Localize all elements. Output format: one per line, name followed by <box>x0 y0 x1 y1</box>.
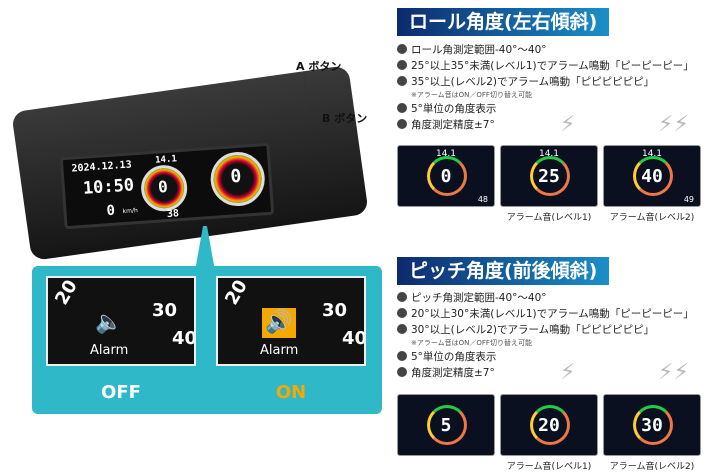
pitch-thumb-level2: 30 <box>603 394 701 456</box>
alarm-label: Alarm <box>260 343 299 358</box>
bullet: 5°単位の角度表示 <box>397 349 694 365</box>
bullet: 角度測定精度±7° <box>397 117 694 133</box>
sound-bolt-icon: ⚡⚡ <box>658 112 689 137</box>
bullet: ピッチ角測定範囲-40°〜40° <box>397 290 694 306</box>
sound-bolt-icon: ⚡⚡ <box>658 360 689 385</box>
screen-time: 10:50 <box>82 175 135 199</box>
bullet: 角度測定精度±7° <box>397 365 694 381</box>
screen-voltage: 14.1 <box>154 154 178 166</box>
bullet: 20°以上30°未満(レベル1)でアラーム鳴動「ピーピーピー」 <box>397 306 694 322</box>
screen-pitch: 0 <box>229 165 243 188</box>
roll-title: ロール角度(左右傾斜) <box>397 8 610 36</box>
alarm-on-panel: 20 30 40 🔊 Alarm <box>216 276 366 366</box>
caption-level2: アラーム音(レベル2) <box>609 213 695 223</box>
screen-temp: 38 <box>166 208 180 221</box>
pitch-thumb-normal: 5 <box>397 394 495 456</box>
sound-bolt-icon: ⚡ <box>560 112 576 137</box>
scale-20: 20 <box>221 276 252 309</box>
alarm-label: Alarm <box>90 343 129 358</box>
pitch-title: ピッチ角度(前後傾斜) <box>397 257 610 285</box>
bullet: 30°以上(レベル2)でアラーム鳴動「ピピピピピピ」 <box>397 322 694 338</box>
bullet: ロール角測定範囲-40°〜40° <box>397 42 694 58</box>
alarm-off-panel: 20 30 40 🔈 Alarm <box>46 276 196 366</box>
pitch-bullets: ピッチ角測定範囲-40°〜40° 20°以上30°未満(レベル1)でアラーム鳴動… <box>397 290 694 381</box>
caption-level2: アラーム音(レベル2) <box>609 462 695 472</box>
button-a-label: A ボタン <box>296 60 342 73</box>
caption-level1: アラーム音(レベル1) <box>506 462 592 472</box>
speaker-on-icon: 🔊 <box>262 308 296 338</box>
screen-roll: 0 <box>157 176 169 197</box>
scale-20: 20 <box>51 276 82 309</box>
note: ※アラーム音はON／OFF切り替え可能 <box>411 91 532 99</box>
speaker-muted-icon: 🔈 <box>95 310 123 335</box>
scale-30: 30 <box>152 300 178 321</box>
roll-bullets: ロール角測定範囲-40°〜40° 25°以上35°未満(レベル1)でアラーム鳴動… <box>397 42 694 133</box>
scale-40: 40 <box>172 328 196 349</box>
bullet: 25°以上35°未満(レベル1)でアラーム鳴動「ピーピーピー」 <box>397 58 694 74</box>
screen-date: 2024.12.13 <box>71 159 133 175</box>
device-screen: 2024.12.13 10:50 0 km/h 14.1 0 38 0 <box>59 142 275 230</box>
caption-level1: アラーム音(レベル1) <box>506 213 592 223</box>
button-b-label: B ボタン <box>322 112 368 125</box>
button-a-leader <box>305 74 306 114</box>
screen-speed-unit: km/h <box>122 207 139 216</box>
screen-speed: 0 <box>106 202 116 220</box>
alarm-callout: 20 30 40 🔈 Alarm OFF 20 30 40 🔊 Alarm ON <box>32 266 382 414</box>
note: ※アラーム音はON／OFF切り替え可能 <box>411 339 532 347</box>
bullet: 35°以上(レベル2)でアラーム鳴動「ピピピピピピ」 <box>397 74 694 90</box>
scale-30: 30 <box>322 300 348 321</box>
pitch-thumb-level1: 20 <box>500 394 598 456</box>
bullet: 5°単位の角度表示 <box>397 101 694 117</box>
on-label: ON <box>275 382 307 403</box>
scale-40: 40 <box>342 328 366 349</box>
sound-bolt-icon: ⚡ <box>560 360 576 385</box>
off-label: OFF <box>101 382 141 403</box>
